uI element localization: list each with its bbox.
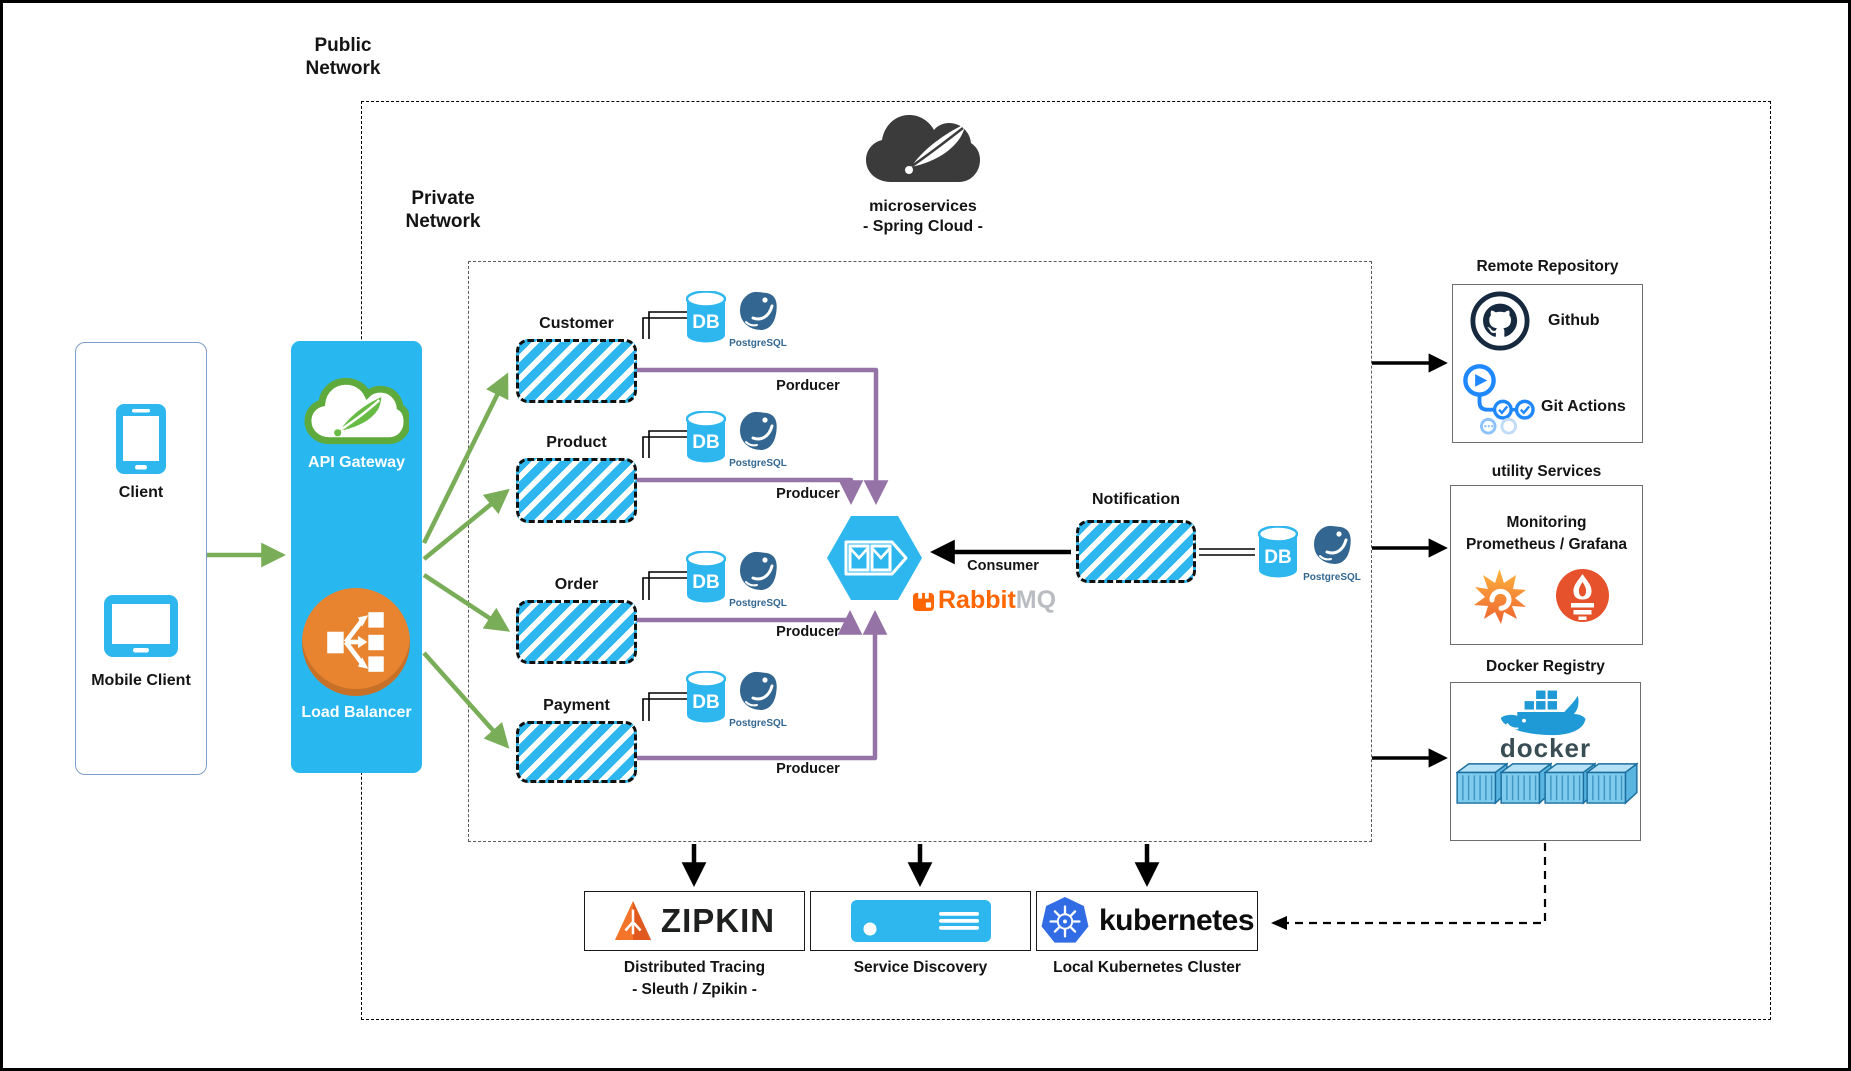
postgresql-label: PostgreSQL — [729, 458, 787, 469]
local-kubernetes-cluster-label: Local Kubernetes Cluster — [1053, 959, 1241, 976]
spring-cloud-icon — [861, 104, 985, 190]
database-icon-payment: DB — [686, 671, 726, 723]
docker-registry-title: Docker Registry — [1486, 658, 1605, 675]
service-box-notification — [1076, 520, 1196, 583]
postgresql-label: PostgreSQL — [729, 338, 787, 349]
service-discovery-box — [810, 891, 1031, 951]
prometheus-icon — [1555, 568, 1610, 623]
database-icon-notification: DB — [1258, 526, 1298, 578]
service-label-payment: Payment — [543, 697, 610, 714]
gateway-box: API Gateway Load Balancer — [291, 341, 422, 773]
producer-label-payment: Producer — [776, 761, 840, 777]
zipkin-icon — [614, 900, 652, 942]
github-actions-icon — [1461, 359, 1535, 435]
zipkin-box: ZIPKIN — [584, 891, 805, 951]
client-label: Client — [118, 484, 164, 501]
monitoring-label: Monitoring — [1506, 514, 1587, 531]
postgresql-icon-payment: PostgreSQL — [729, 670, 787, 729]
kubernetes-box: kubernetes — [1036, 891, 1258, 951]
rabbitmq-broker-icon — [826, 510, 923, 606]
git-actions-label: Git Actions — [1541, 398, 1626, 415]
service-box-product — [516, 458, 637, 523]
load-balancer-icon — [302, 588, 410, 696]
postgresql-icon-order: PostgreSQL — [729, 550, 787, 609]
postgresql-label: PostgreSQL — [729, 598, 787, 609]
load-balancer-label: Load Balancer — [301, 704, 412, 721]
github-label: Github — [1548, 312, 1600, 329]
service-box-order — [516, 600, 637, 664]
remote-repository-title: Remote Repository — [1476, 258, 1619, 275]
github-icon — [1470, 291, 1530, 351]
service-box-customer — [516, 339, 637, 403]
service-label-product: Product — [546, 434, 607, 451]
db-label: DB — [692, 432, 720, 453]
producer-label-order: Producer — [776, 624, 840, 640]
postgresql-label: PostgreSQL — [1303, 572, 1361, 583]
database-icon-order: DB — [686, 551, 726, 603]
consumer-label: Consumer — [967, 558, 1039, 574]
zipkin-wordmark: ZIPKIN — [660, 902, 776, 939]
kubernetes-icon — [1040, 896, 1090, 946]
mobile-client-label: Mobile Client — [91, 672, 191, 689]
service-label-customer: Customer — [539, 315, 614, 332]
docker-whale-icon — [1495, 689, 1601, 737]
postgresql-label: PostgreSQL — [729, 718, 787, 729]
utility-services-title: utility Services — [1491, 463, 1602, 480]
producer-label-customer: Porducer — [776, 378, 840, 394]
db-label: DB — [1264, 547, 1292, 568]
kubernetes-wordmark: kubernetes — [1098, 904, 1255, 937]
smartphone-icon — [113, 403, 169, 475]
grafana-icon — [1471, 567, 1528, 624]
db-label: DB — [692, 312, 720, 333]
utility-services-box — [1450, 485, 1643, 645]
postgresql-icon-notification: PostgreSQL — [1303, 524, 1361, 583]
header-title: microservices — [869, 198, 977, 215]
header-subtitle: - Spring Cloud - — [863, 218, 983, 235]
rabbitmq-wordmark: RabbitMQ — [913, 586, 1056, 615]
server-icon — [851, 900, 991, 942]
service-box-payment — [516, 721, 637, 783]
spring-gateway-icon — [304, 373, 409, 449]
sleuth-zipkin-label: - Sleuth / Zpikin - — [632, 981, 757, 998]
docker-wordmark: docker — [1499, 733, 1592, 763]
notification-label: Notification — [1092, 491, 1180, 508]
tablet-icon — [103, 593, 179, 659]
database-icon-product: DB — [686, 411, 726, 463]
database-icon-customer: DB — [686, 291, 726, 343]
producer-label-product: Producer — [776, 486, 840, 502]
service-label-order: Order — [554, 576, 599, 593]
prometheus-grafana-label: Prometheus / Grafana — [1465, 536, 1628, 553]
api-gateway-label: API Gateway — [308, 454, 405, 471]
container-icon — [1586, 761, 1638, 805]
postgresql-icon-customer: PostgreSQL — [729, 290, 787, 349]
db-label: DB — [692, 692, 720, 713]
rabbit-text: Rabbit — [938, 586, 1016, 614]
rabbitmq-icon — [913, 590, 934, 611]
mq-text: MQ — [1015, 586, 1057, 614]
private-network-label: Private Network — [405, 188, 481, 232]
distributed-tracing-label: Distributed Tracing — [623, 959, 766, 976]
public-network-label: Public Network — [305, 35, 381, 79]
postgresql-icon-product: PostgreSQL — [729, 410, 787, 469]
client-group: Client Mobile Client — [75, 342, 207, 775]
service-discovery-label: Service Discovery — [853, 959, 988, 976]
db-label: DB — [692, 572, 720, 593]
